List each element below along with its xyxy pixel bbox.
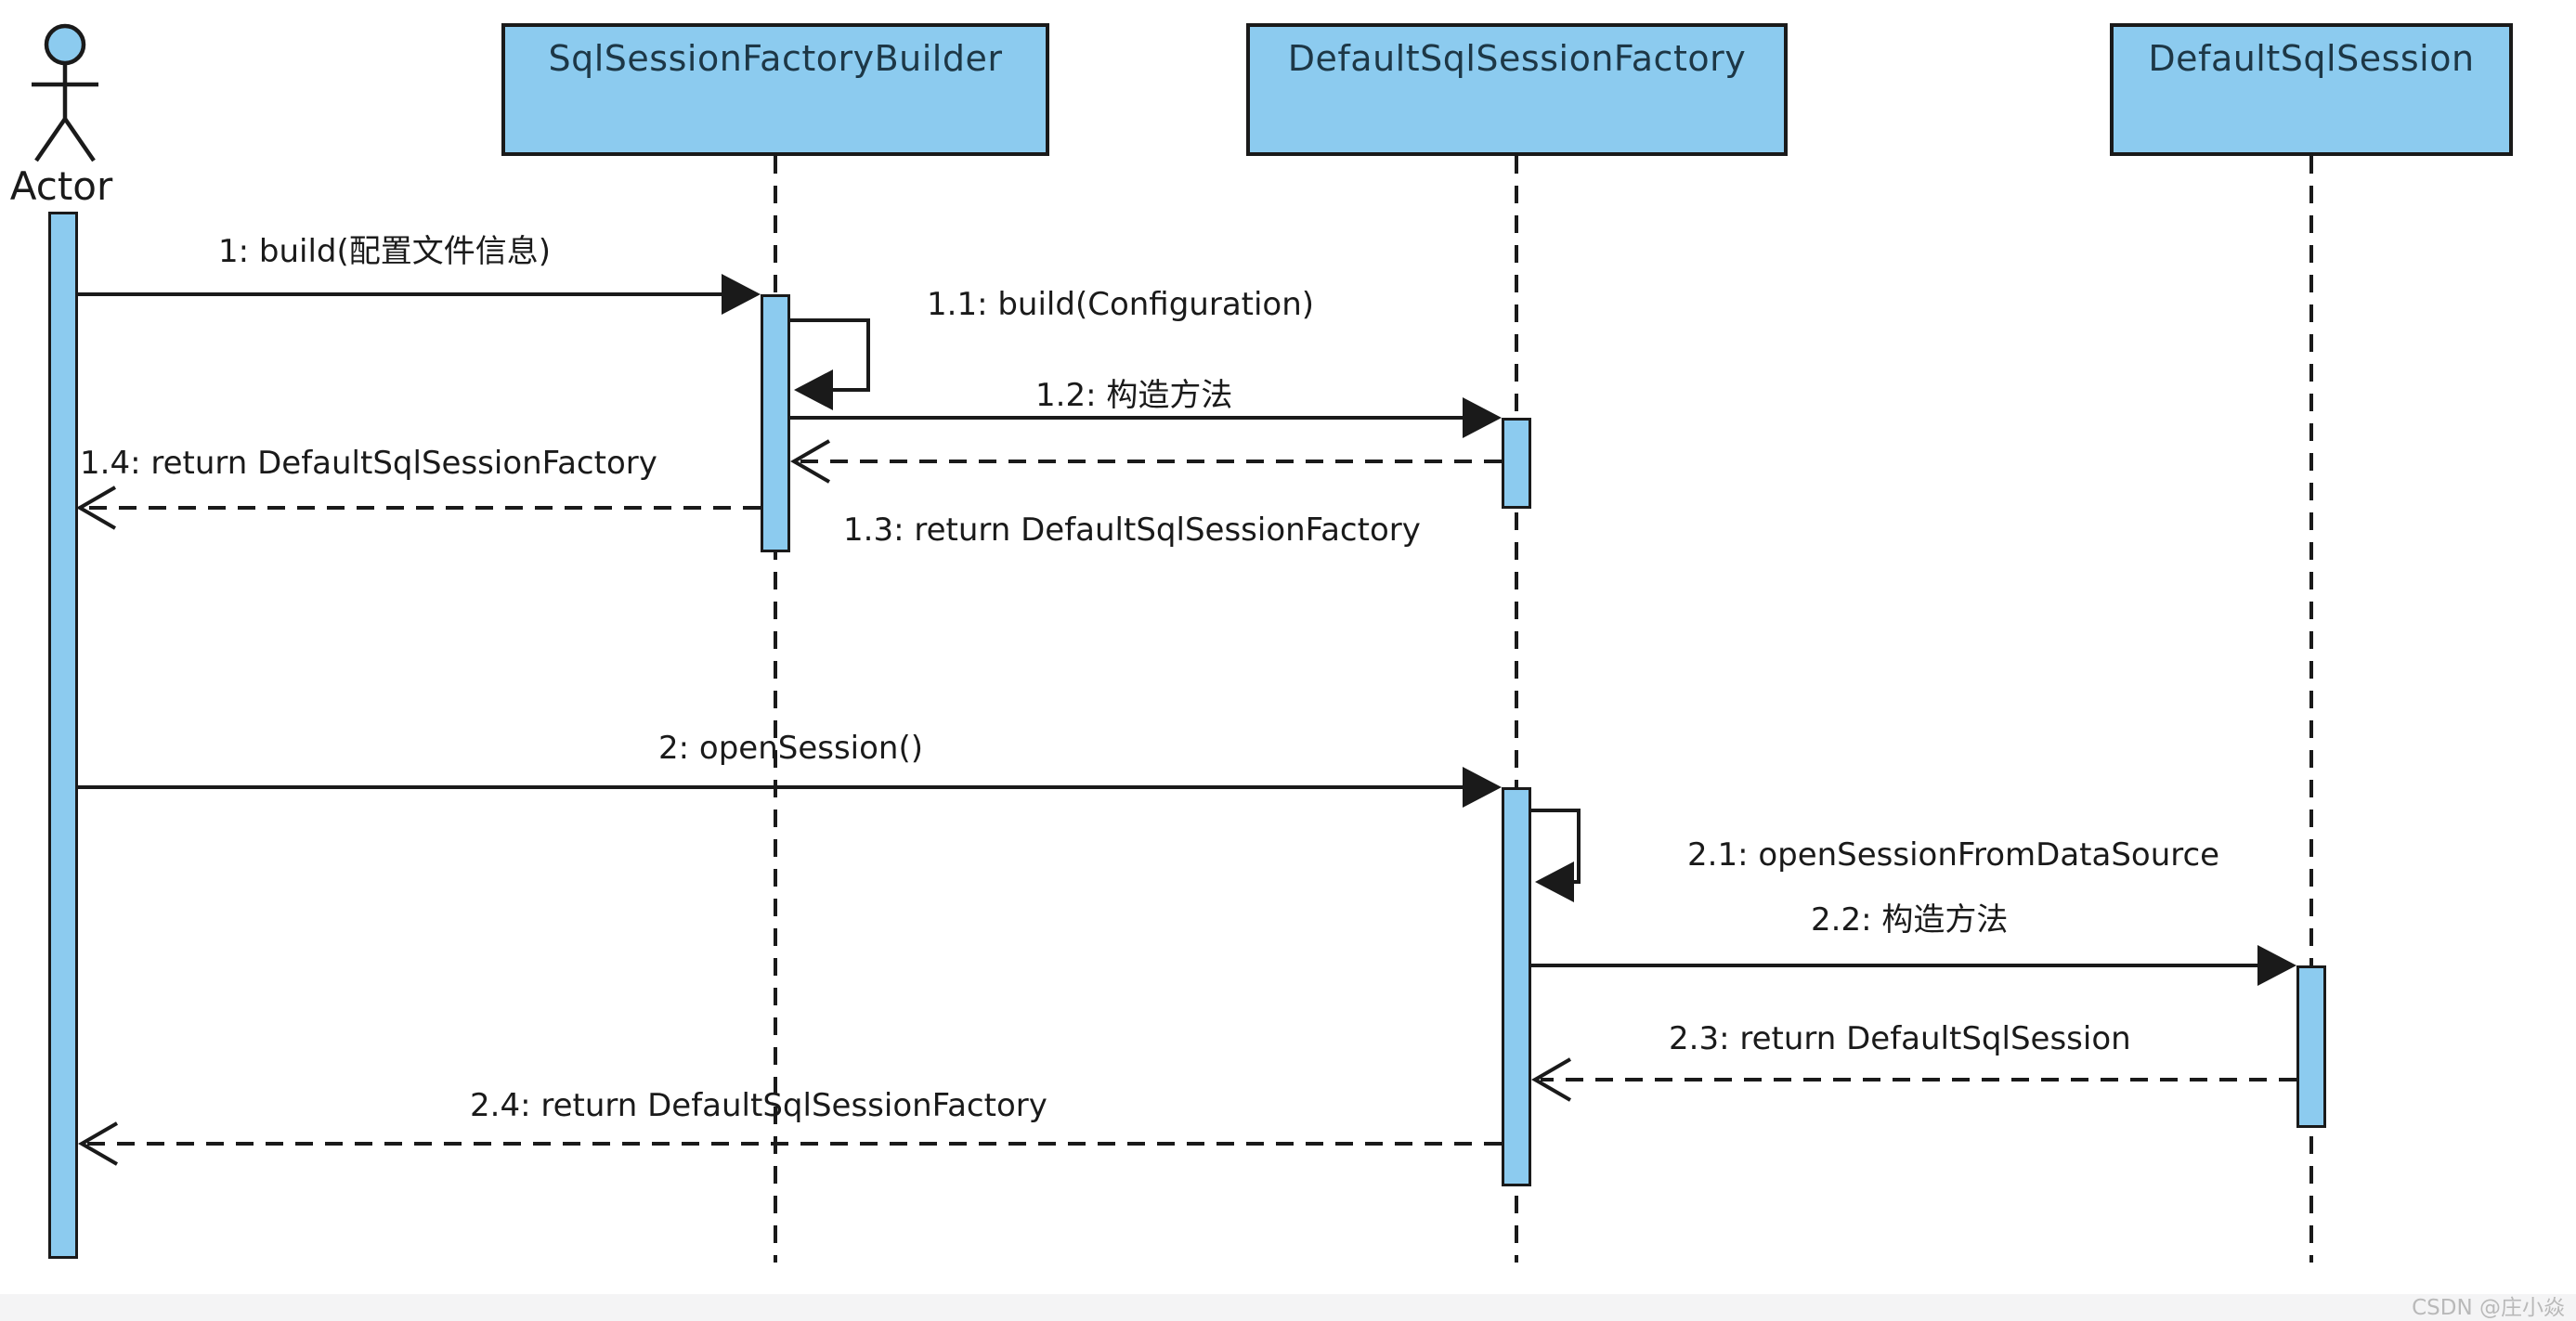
actor-label: Actor <box>9 163 113 209</box>
message-1-2-arrowhead <box>1463 397 1502 438</box>
message-1-1-selfloop <box>790 318 870 392</box>
message-2-3-label: 2.3: return DefaultSqlSession <box>1669 1020 2131 1057</box>
message-2-arrowhead <box>1463 767 1502 808</box>
lifeline-head-sqlsessionfactorybuilder: SqlSessionFactoryBuilder <box>501 23 1049 156</box>
message-2-1-selfloop <box>1531 809 1581 884</box>
actor-activation-bar <box>48 212 78 1259</box>
footer-strip <box>0 1294 2576 1321</box>
message-1-1-arrowhead <box>794 369 833 410</box>
lifeline-title: SqlSessionFactoryBuilder <box>548 38 1003 79</box>
message-2-2-label: 2.2: 构造方法 <box>1811 901 2009 939</box>
builder-activation-bar <box>761 294 790 552</box>
session-activation-bar <box>2296 965 2326 1128</box>
message-1-label: 1: build(配置文件信息) <box>218 233 552 270</box>
actor-icon <box>32 23 98 162</box>
message-2-2-arrowhead <box>2257 945 2296 986</box>
lifeline-head-defaultsqlsession: DefaultSqlSession <box>2110 23 2513 156</box>
lifeline-title: DefaultSqlSessionFactory <box>1287 38 1747 79</box>
message-2-4-arrowhead <box>78 1121 119 1166</box>
message-2-3-arrowhead <box>1531 1057 1572 1102</box>
factory-activation-bar-2 <box>1502 787 1531 1186</box>
message-2-1-label: 2.1: openSessionFromDataSource <box>1687 836 2220 874</box>
message-2-1-arrowhead <box>1535 861 1574 902</box>
message-1-4-label: 1.4: return DefaultSqlSessionFactory <box>80 445 657 482</box>
message-1-3-arrowhead <box>790 439 831 484</box>
message-1-arrowhead <box>722 274 761 315</box>
message-2-label: 2: openSession() <box>658 730 923 767</box>
lifeline-title: DefaultSqlSession <box>2148 38 2475 79</box>
message-1-2-label: 1.2: 构造方法 <box>1035 377 1233 414</box>
watermark-text: CSDN @庄小焱 <box>2412 1296 2565 1320</box>
message-1-4-arrowhead <box>76 486 117 530</box>
lifeline-head-defaultsqlsessionfactory: DefaultSqlSessionFactory <box>1246 23 1788 156</box>
message-1-3-label: 1.3: return DefaultSqlSessionFactory <box>843 512 1421 549</box>
message-2-4-label: 2.4: return DefaultSqlSessionFactory <box>470 1087 1047 1124</box>
factory-activation-bar-1 <box>1502 418 1531 509</box>
message-1-1-label: 1.1: build(Configuration) <box>927 286 1315 323</box>
